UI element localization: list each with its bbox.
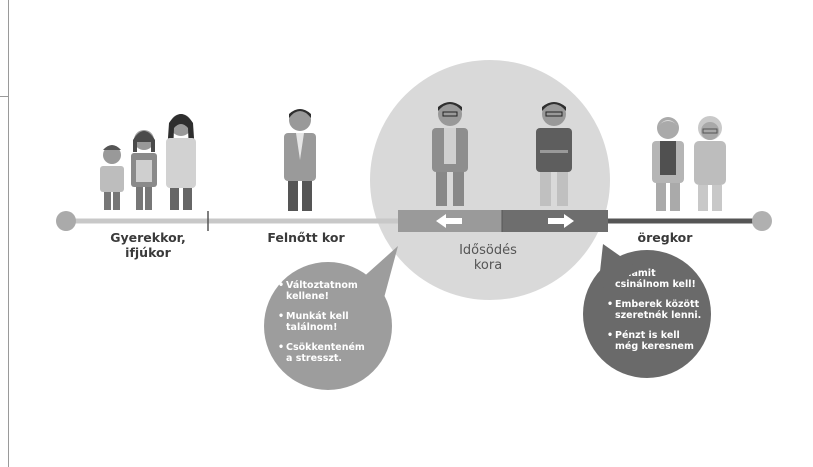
teen-figure [166, 114, 196, 210]
arrow-left-icon [436, 214, 462, 228]
aging-circle [370, 60, 610, 300]
old-woman-figure [694, 116, 726, 211]
right-bubble-tail [598, 244, 640, 290]
timeline-start-dot [56, 211, 76, 231]
left-bubble-item: Változtatnom kellene! [278, 280, 388, 302]
left-bubble-tail [360, 246, 398, 298]
page-edge-tick [0, 96, 9, 97]
arrow-right-icon [548, 214, 574, 228]
page-edge-line [8, 0, 9, 467]
right-bubble-item: Emberek között szeretnék lenni. [607, 299, 723, 321]
stage-label-aging: Idősödés kora [459, 243, 517, 273]
middle-aged-man-figure [432, 102, 468, 206]
stage-label-old: öregkor [637, 230, 693, 245]
stage-label-children: Gyerekkor, ifjúkor [110, 230, 186, 260]
old-man-figure [652, 117, 684, 211]
right-bubble-item: Pénzt is kell még keresnem [607, 330, 723, 352]
child-figure [100, 145, 124, 210]
stage-label-adult: Felnőtt kor [267, 230, 345, 245]
left-bubble-item: Munkát kell találnom! [278, 311, 388, 333]
girl-figure [131, 130, 157, 210]
timeline-end-dot [752, 211, 772, 231]
adult-man-figure [284, 109, 316, 211]
left-bubble-item: Csökkenteném a stresszt. [278, 342, 388, 364]
right-speech-bubble: Valamit csinálnom kell! Emberek között s… [583, 250, 711, 378]
left-bubble-list: Változtatnom kellene! Munkát kell találn… [278, 280, 388, 373]
old-man-figure [536, 102, 572, 206]
